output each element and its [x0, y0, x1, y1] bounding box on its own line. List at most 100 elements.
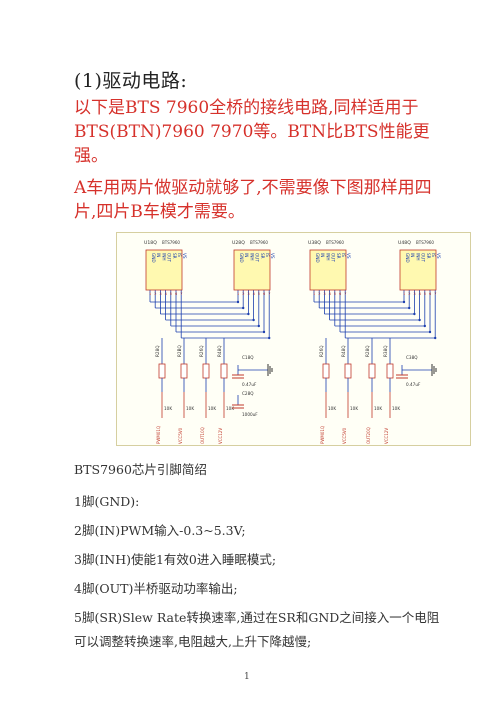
chip-part: BTS7960 [162, 240, 180, 245]
chip-body [399, 249, 437, 291]
pin-name: IN [244, 253, 249, 257]
junction-dot [408, 306, 411, 310]
pin-number: 2 [408, 292, 410, 296]
section-heading: (1)驱动电路: [74, 70, 188, 92]
pin-name: SR [426, 253, 431, 259]
pin-number: 1 [237, 292, 239, 296]
junction-dot [418, 318, 421, 322]
chip-ref: U38Q [308, 240, 321, 246]
chip-ref: U18Q [144, 240, 157, 246]
pin-name: OUT [167, 253, 172, 262]
resistor-body [158, 363, 166, 379]
net-label: VCC12V [384, 428, 389, 444]
pin-name: IS [265, 253, 270, 257]
pin-number: 6 [263, 292, 266, 296]
pin-number: 5 [334, 292, 336, 296]
pin-name: IS [177, 253, 182, 257]
junction-dot [247, 312, 250, 316]
pin-name: INH [415, 253, 420, 261]
resistor-body [180, 363, 188, 379]
pin-section-title: BTS7960芯片引脚简绍 [74, 462, 207, 477]
pin-name: INH [325, 253, 330, 261]
pin-name: IN [410, 253, 415, 257]
pin-number: 5 [170, 292, 172, 296]
pin-number: 4 [419, 292, 422, 296]
resistor-body [202, 363, 210, 379]
cap-ref: C18Q [242, 355, 254, 360]
pin-number: 7 [434, 292, 436, 296]
pin-number: 3 [413, 292, 415, 296]
pin-name: IN [320, 253, 325, 257]
pin-name: VS [182, 253, 187, 259]
cap-ref: C38Q [406, 355, 418, 360]
pin-number: 7 [268, 292, 270, 296]
pin-number: 4 [253, 292, 256, 296]
pin-name: INH [249, 253, 254, 261]
resistor-value: 10K [350, 406, 358, 411]
pin-number: 3 [323, 292, 325, 296]
pin-name: VS [436, 253, 441, 259]
pin-number: 6 [339, 292, 342, 296]
pin-name: IS [341, 253, 346, 257]
junction-dot [413, 312, 416, 316]
intro-paragraph: 以下是BTS 7960全桥的接线电路,同样适用于BTS(BTN)7960 797… [74, 98, 430, 166]
pin-name: OUT [331, 253, 336, 262]
resistor-body [322, 363, 330, 379]
pin-name: GND [405, 253, 410, 263]
net-label: PWM01Q [320, 426, 325, 444]
resistor-body [344, 363, 352, 379]
pin-line-1: 1脚(GND): [74, 494, 140, 509]
resistor-value: 10K [374, 406, 382, 411]
pin-name: IS [431, 253, 436, 257]
pin-name: GND [151, 253, 156, 263]
note-paragraph: A车用两片做驱动就够了,不需要像下图那样用四片,四片B车模才需要。 [74, 178, 432, 222]
pin-number: 2 [242, 292, 244, 296]
junction-dot [257, 324, 260, 328]
pin-line-6: 可以调整转换速率,电阻越大,上升下降越慢; [74, 634, 312, 649]
resistor-ref: R26Q [319, 345, 324, 357]
resistor-ref: R48Q [217, 345, 222, 357]
resistor-body [220, 363, 228, 379]
chip-part: BTS7960 [326, 240, 344, 245]
pin-number: 1 [149, 292, 151, 296]
cap-value: 0.47uF [242, 382, 257, 387]
pin-name: SR [172, 253, 177, 259]
pin-number: 3 [247, 292, 249, 296]
chip-part: BTS7960 [250, 240, 268, 245]
resistor-ref: R38Q [383, 345, 388, 357]
resistor-value: 10K [226, 406, 234, 411]
pin-number: 5 [424, 292, 426, 296]
pin-number: 1 [403, 292, 405, 296]
resistor-ref: R28Q [155, 345, 160, 357]
net-label: VCC5V0 [178, 427, 183, 444]
pin-number: 6 [175, 292, 178, 296]
pin-number: 2 [154, 292, 156, 296]
pin-number: 7 [344, 292, 346, 296]
chip-body [309, 249, 347, 291]
chip-ref: U28Q [232, 240, 245, 246]
pin-number: 7 [180, 292, 182, 296]
pin-name: OUT [255, 253, 260, 262]
cap-ref: C28Q [242, 391, 254, 396]
net-label: OUT20Q [366, 427, 371, 444]
resistor-ref: R2BQ [177, 345, 182, 357]
pin-name: SR [260, 253, 265, 259]
resistor-value: 10K [208, 406, 216, 411]
resistor-value: 10K [328, 406, 336, 411]
junction-dot [252, 318, 255, 322]
pin-name: GND [315, 253, 320, 263]
pin-number: 3 [159, 292, 161, 296]
resistor-value: 10K [392, 406, 400, 411]
pin-name: VS [270, 253, 275, 259]
chip-body [145, 249, 183, 291]
pin-name: SR [336, 253, 341, 259]
pin-number: 4 [329, 292, 332, 296]
schematic-frame [116, 232, 471, 446]
junction-dot [434, 336, 437, 340]
chip-body [233, 249, 271, 291]
pin-line-5: 5脚(SR)Slew Rate转换速率,通过在SR和GND之间接入一个电阻 [74, 610, 440, 625]
pin-name: GND [239, 253, 244, 263]
pin-number: 5 [258, 292, 260, 296]
pin-name: INH [161, 253, 166, 261]
resistor-value: 10K [186, 406, 194, 411]
